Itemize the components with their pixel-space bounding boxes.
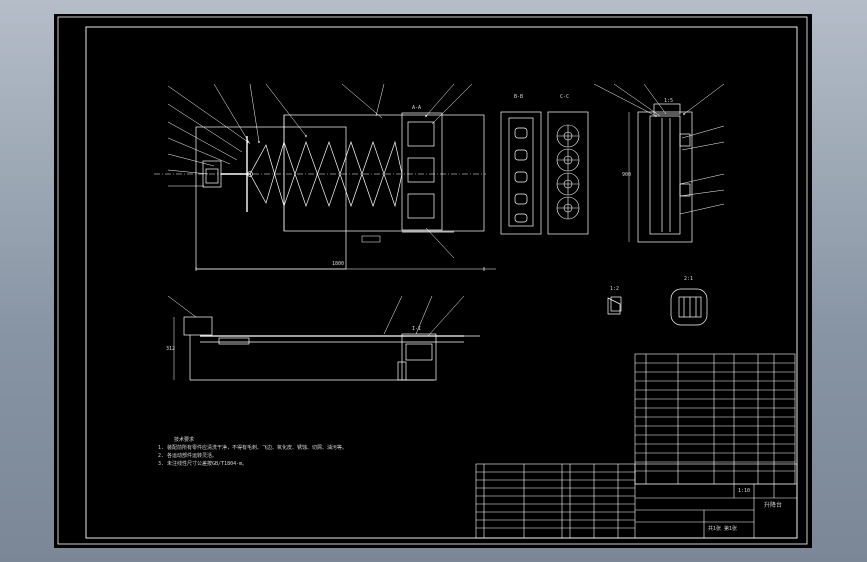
front-view: [167, 295, 480, 381]
top-view: [154, 112, 496, 271]
title-block-sheet: 共1张 第1张: [708, 526, 738, 532]
leader-lines: [167, 83, 473, 259]
detail-label-1: 1:2: [610, 286, 620, 292]
title-block-scale: 1:10: [738, 488, 751, 494]
section-label-c: C-C: [560, 94, 570, 100]
leader-dots: [247, 113, 685, 143]
notes-line-2: 2. 各运动部件运转灵活。: [158, 453, 218, 459]
section-label-a: A-A: [412, 105, 422, 111]
dim-right-height: 900: [622, 172, 632, 178]
title-block-name: 升降台: [764, 502, 783, 509]
detail-1: [607, 296, 622, 315]
section-label-ref: I-I: [412, 326, 422, 332]
section-c-view: [547, 111, 589, 235]
title-block: [475, 463, 798, 539]
notes-line-3: 3. 未注线性尺寸公差按GB/T1804-m。: [158, 461, 248, 467]
detail-2: [670, 288, 708, 326]
parts-list: [634, 353, 796, 485]
detail-label-2: 2:1: [684, 276, 694, 282]
dim-overall-length: 1800: [332, 261, 345, 267]
notes-line-1: 1. 装配前所有零件应清洗干净，不得有毛刺、飞边、氧化皮、锈蚀、切屑、油污等。: [158, 445, 348, 451]
cad-drawing: [57, 16, 808, 545]
detail-label-3: 1:5: [664, 98, 674, 104]
inner-frame: [85, 26, 798, 539]
dim-side-height: 312: [166, 346, 176, 352]
drawing-sheet: 1800 312 900 A-A B-B C-C I-I 1:2 2:1 1:5…: [54, 14, 812, 548]
section-label-b: B-B: [514, 94, 524, 100]
side-view-right: [593, 83, 725, 243]
outer-frame: [57, 16, 808, 545]
section-b-view: [500, 111, 542, 235]
notes-heading: 技术要求: [174, 437, 195, 443]
